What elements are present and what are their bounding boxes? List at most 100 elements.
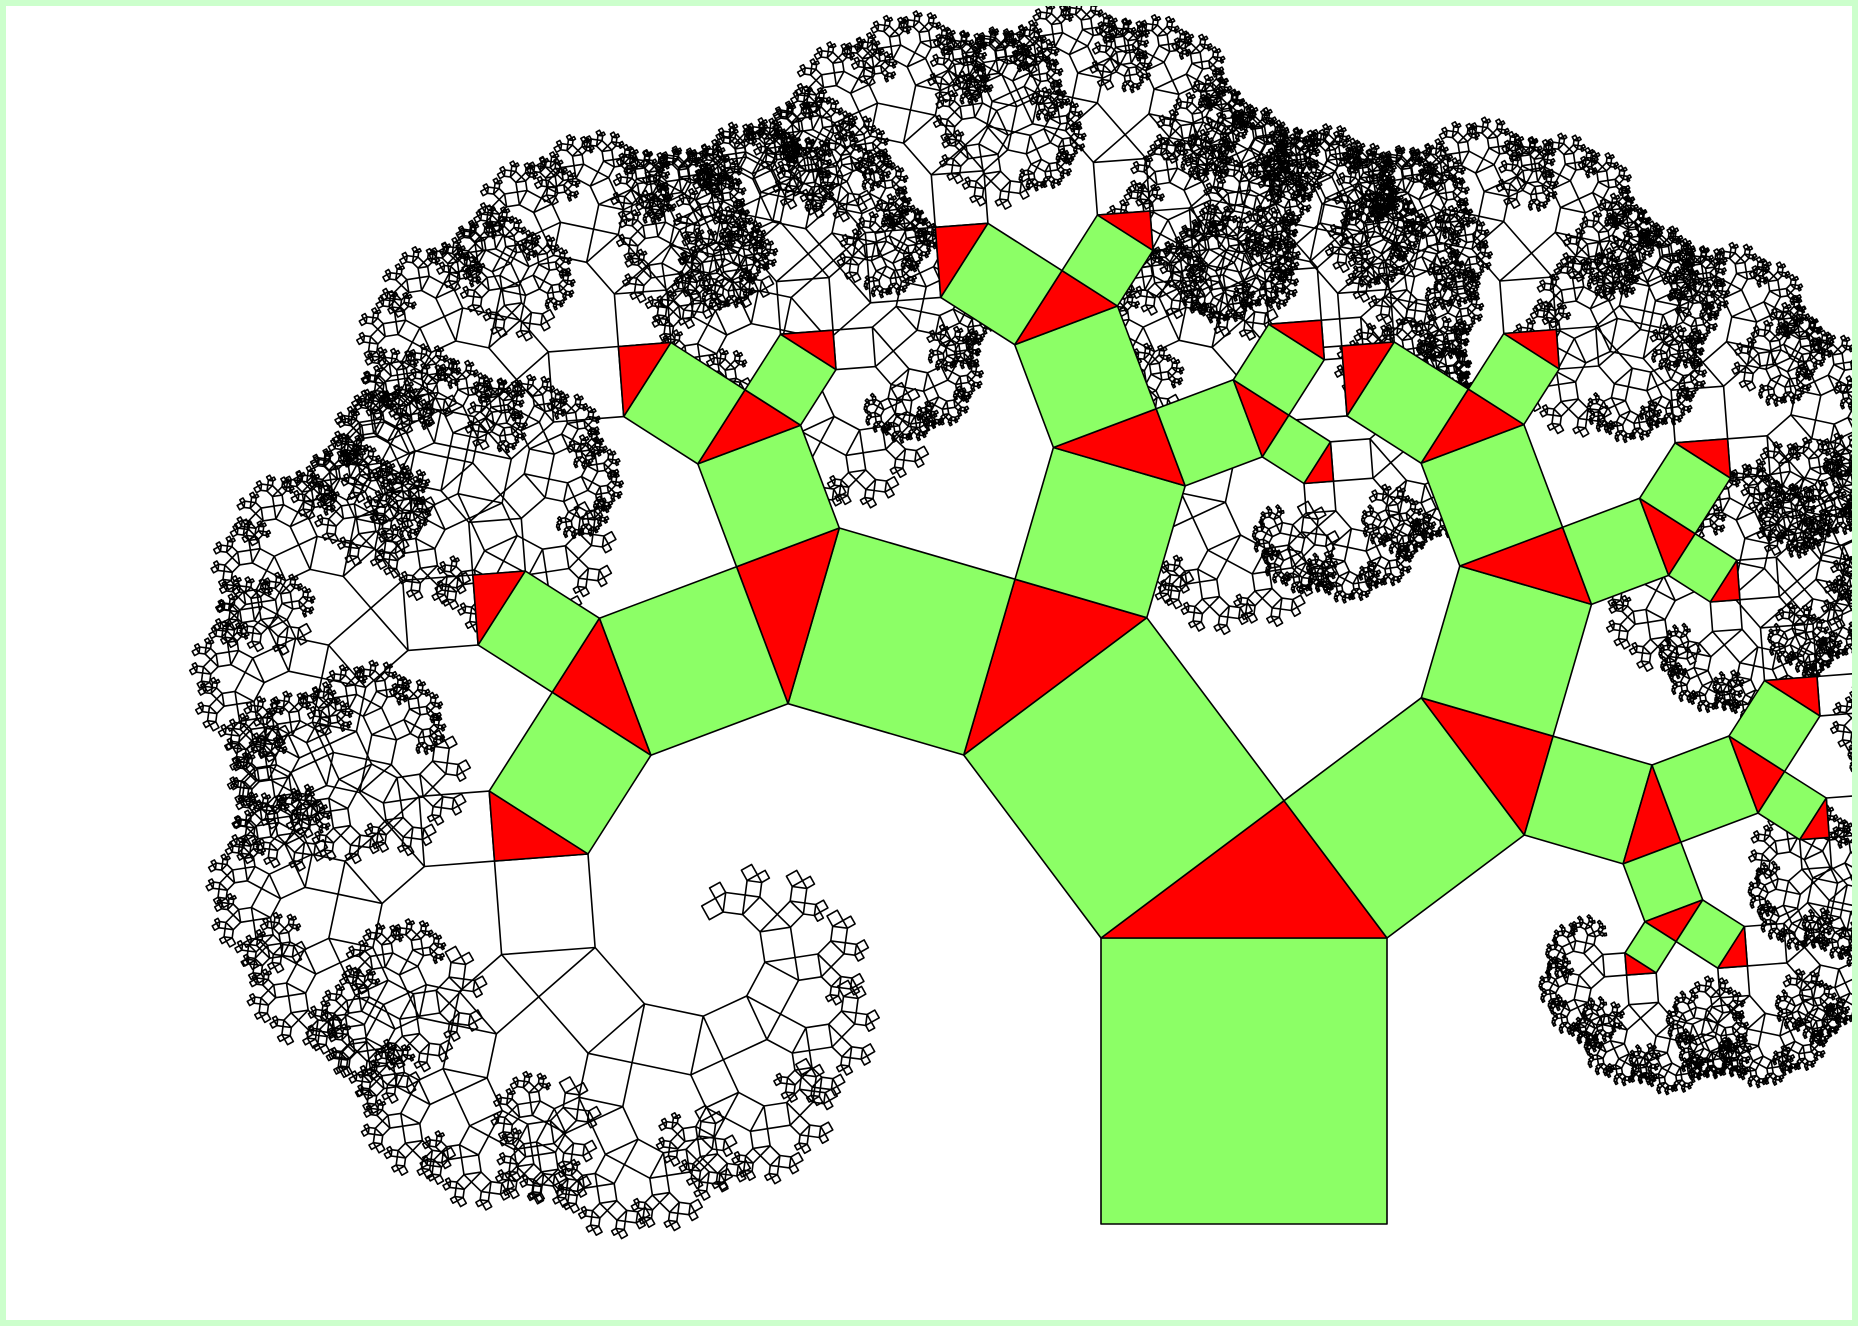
- branch-square: [989, 89, 992, 92]
- branch-square: [320, 830, 323, 833]
- branch-square: [966, 144, 981, 159]
- branch-square: [381, 925, 385, 929]
- branch-square: [701, 1191, 710, 1200]
- branch-square: [601, 132, 605, 136]
- branch-square: [310, 786, 314, 790]
- branch-square: [855, 1013, 867, 1025]
- branch-square: [611, 198, 618, 205]
- branch-square: [292, 916, 296, 920]
- branch-square: [891, 167, 894, 170]
- branch-square: [471, 284, 474, 287]
- branch-square: [409, 382, 413, 386]
- branch-square: [481, 189, 488, 196]
- branch-square: [354, 667, 359, 672]
- branch-square: [232, 576, 237, 581]
- branch-square: [911, 85, 941, 115]
- branch-square: [363, 680, 366, 683]
- branch-square: [261, 506, 276, 521]
- branch-square: [637, 294, 646, 303]
- branch-square: [872, 294, 875, 297]
- branch-square: [852, 273, 861, 282]
- branch-square: [954, 93, 958, 97]
- branch-square: [438, 706, 441, 709]
- branch-square: [991, 171, 1011, 191]
- branch-square: [763, 120, 767, 124]
- branch-square: [442, 243, 447, 248]
- branch-square: [858, 202, 867, 211]
- branch-square: [961, 101, 964, 104]
- branch-square: [676, 199, 683, 206]
- branch-square: [230, 719, 235, 724]
- branch-square: [232, 846, 239, 853]
- branch-square: [820, 1077, 832, 1089]
- branch-square: [852, 974, 864, 986]
- branch-square: [262, 969, 267, 974]
- branch-square: [326, 827, 329, 830]
- branch-square: [762, 276, 774, 288]
- branch-square: [414, 532, 417, 535]
- branch-square: [505, 1110, 520, 1125]
- branch-square: [376, 459, 379, 462]
- branch-square: [606, 510, 609, 513]
- branch-square: [320, 850, 327, 857]
- branch-square: [743, 897, 778, 932]
- branch-square: [510, 1190, 519, 1199]
- branch-square: [843, 916, 855, 928]
- branch-square: [915, 458, 924, 467]
- branch-square: [266, 534, 269, 537]
- branch-square: [323, 682, 328, 687]
- branch-square: [371, 691, 387, 708]
- branch-square: [231, 651, 253, 673]
- branch-square: [1047, 69, 1055, 77]
- branch-square: [918, 407, 922, 411]
- branch-square: [217, 606, 224, 613]
- branch-square: [679, 194, 684, 199]
- branch-square: [1069, 15, 1073, 19]
- branch-square: [975, 103, 997, 125]
- branch-square: [781, 1092, 788, 1099]
- branch-square: [412, 306, 415, 309]
- branch-square: [579, 1053, 632, 1106]
- branch-square: [943, 49, 948, 54]
- branch-square: [238, 550, 253, 565]
- branch-square: [456, 372, 459, 375]
- branch-square: [585, 437, 589, 441]
- branch-square: [434, 961, 437, 964]
- branch-square: [595, 1154, 624, 1183]
- branch-square: [734, 130, 738, 134]
- branch-square: [356, 412, 360, 416]
- branch-square: [347, 1025, 367, 1045]
- branch-square: [216, 619, 221, 624]
- branch-square: [880, 295, 883, 298]
- branch-square: [589, 459, 593, 463]
- branch-square: [882, 203, 889, 210]
- branch-square: [267, 971, 271, 975]
- branch-square: [833, 1074, 845, 1086]
- branch-square: [599, 523, 602, 526]
- branch-square: [687, 256, 694, 263]
- branch-square: [245, 716, 249, 720]
- branch-square: [287, 964, 316, 993]
- branch-square: [213, 882, 220, 889]
- branch-square: [799, 1135, 808, 1144]
- branch-square: [979, 375, 982, 378]
- branch-square: [384, 568, 391, 575]
- branch-square: [539, 948, 645, 1054]
- branch-square: [875, 351, 909, 385]
- branch-square: [298, 584, 302, 588]
- branch-square: [682, 1160, 687, 1165]
- branch-square: [252, 549, 274, 571]
- branch-square: [473, 297, 482, 306]
- branch-square: [978, 385, 981, 388]
- branch-square: [672, 292, 676, 296]
- pythagoras-tree-diagram: [6, 6, 1852, 1320]
- branch-square: [626, 168, 631, 173]
- branch-square: [690, 1199, 702, 1211]
- branch-square: [814, 53, 821, 60]
- branch-square: [414, 364, 417, 367]
- branch-square: [250, 994, 255, 999]
- branch-square: [558, 517, 562, 521]
- branch-square: [949, 101, 960, 112]
- branch-square: [580, 435, 585, 440]
- branch-square: [732, 1157, 739, 1164]
